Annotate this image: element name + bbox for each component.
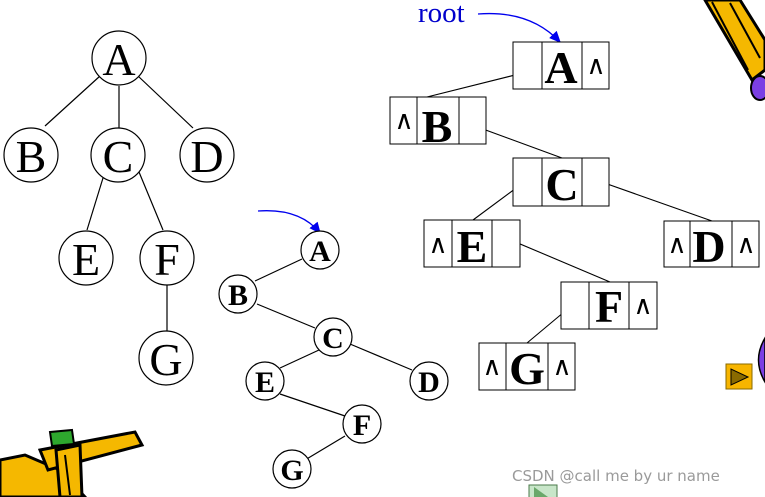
binary-node-f: F [342, 404, 382, 444]
linked-node-f: F ∧ [560, 281, 658, 332]
linked-node-g: ∧ G ∧ [478, 342, 576, 394]
binary-node-a: A [300, 230, 340, 270]
linked-node-e-label: E [457, 221, 488, 272]
general-node-g-label: G [149, 334, 182, 385]
binary-node-e: E [245, 361, 285, 401]
linked-node-c-label: C [545, 159, 578, 210]
watermark: CSDN @call me by ur name [512, 467, 720, 485]
binary-node-g: G [272, 449, 312, 489]
slide-show-button[interactable] [528, 484, 558, 497]
linked-node-f-right-null: ∧ [633, 291, 652, 320]
pencil-top-right-icon [703, 0, 765, 101]
general-node-f-label: F [154, 234, 180, 285]
general-node-f: F [139, 230, 195, 286]
binary-node-c: C [313, 317, 353, 357]
linked-node-d-right-null: ∧ [736, 230, 755, 259]
general-node-c-label: C [103, 131, 134, 182]
linked-node-e: ∧ E [423, 219, 521, 272]
binary-node-e-label: E [255, 366, 275, 399]
binary-node-d: D [409, 361, 449, 401]
general-node-b: B [3, 127, 59, 183]
binary-node-g-label: G [280, 454, 303, 487]
linked-node-b: ∧ B [389, 96, 487, 152]
linked-node-d: ∧ D ∧ [663, 220, 760, 272]
linked-node-g-label: G [509, 343, 545, 394]
linked-node-f-label: F [595, 281, 623, 332]
linked-node-b-left-null: ∧ [394, 106, 413, 135]
root-pointer-arrow [477, 12, 561, 43]
pencil-bottom-left-icon [0, 428, 145, 497]
general-node-e-label: E [72, 234, 100, 285]
linked-node-d-label: D [692, 221, 725, 272]
binary-tree-pointer-arrow [257, 210, 321, 235]
linked-node-g-left-null: ∧ [482, 352, 501, 381]
general-tree [44, 75, 194, 332]
binary-node-d-label: D [418, 366, 440, 399]
general-node-a-label: A [102, 34, 135, 85]
linked-node-c: C [512, 157, 610, 210]
binary-node-b: B [218, 274, 258, 314]
general-node-d-label: D [190, 131, 223, 182]
play-triangle-icon [730, 368, 750, 386]
root-label: root [418, 0, 465, 29]
general-node-b-label: B [16, 131, 47, 182]
general-node-g: G [138, 330, 194, 386]
linked-node-b-label: B [422, 101, 453, 152]
binary-node-b-label: B [228, 279, 248, 312]
general-node-a: A [91, 30, 147, 86]
linked-node-a-right-null: ∧ [586, 51, 605, 80]
binary-tree [254, 258, 413, 461]
linked-node-e-left-null: ∧ [428, 230, 447, 259]
linked-node-d-left-null: ∧ [667, 230, 686, 259]
linked-node-a-label: A [544, 42, 577, 93]
linked-node-g-right-null: ∧ [552, 352, 571, 381]
next-slide-button[interactable] [725, 363, 753, 390]
binary-node-f-label: F [353, 409, 371, 442]
linked-node-a: A ∧ [512, 41, 610, 93]
binary-node-a-label: A [309, 235, 331, 268]
general-node-e: E [58, 230, 114, 286]
purple-shape-right-icon [757, 336, 765, 384]
general-node-d: D [179, 127, 235, 183]
general-node-c: C [90, 127, 146, 183]
binary-node-c-label: C [322, 322, 344, 355]
